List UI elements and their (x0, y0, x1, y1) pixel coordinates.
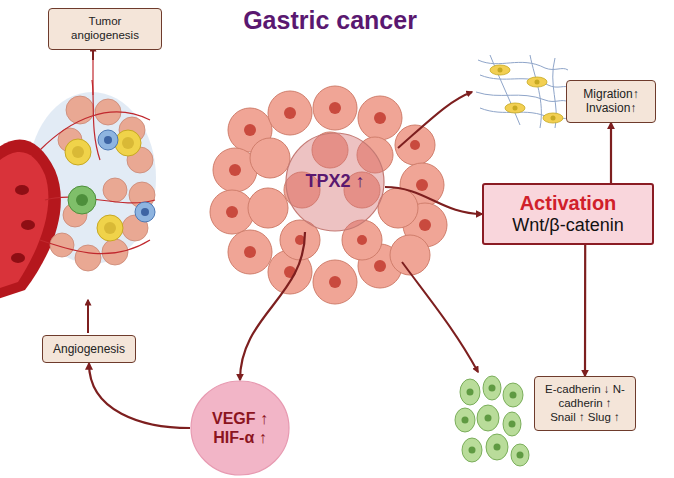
node-text: Migration↑ Invasion↑ (574, 87, 648, 116)
emt-cells-figure (455, 376, 529, 466)
connector-arrow (584, 245, 586, 376)
tumor-cell-cluster (210, 86, 447, 304)
connector-arrow (89, 363, 190, 428)
pathway-box: ActivationWnt/β-catenin (482, 183, 654, 245)
node-text: Angiogenesis (53, 342, 125, 356)
node-text: TPX2 ↑ (305, 171, 364, 193)
connector-arrow (610, 123, 612, 183)
tumor-vessel-figure (0, 60, 156, 300)
marker-box: E-cadherin ↓ N-cadherin ↑ Snail ↑ Slug ↑ (534, 376, 636, 431)
diagram-title: Gastric cancer (180, 6, 480, 35)
circle-outline (190, 380, 290, 476)
figure-arrows (88, 46, 478, 372)
connector-arrow (385, 187, 482, 214)
factor-circle: VEGF ↑ HIF-α ↑ (190, 380, 290, 476)
migration-figure (476, 55, 570, 128)
node-text: Wnt/β-catenin (512, 215, 623, 237)
result-box: Migration↑ Invasion↑ (566, 80, 656, 123)
result-box: Tumor angiogenesis (48, 8, 162, 50)
node-text: E-cadherin ↓ N-cadherin ↑ Snail ↑ Slug ↑ (545, 383, 625, 424)
node-text: Tumor angiogenesis (55, 15, 155, 43)
connector-arrow (240, 232, 305, 380)
node-text: VEGF ↑ HIF-α ↑ (203, 409, 277, 447)
process-box: Angiogenesis (42, 335, 136, 363)
node-text: Activation (520, 191, 617, 215)
gene-cell: TPX2 ↑ (285, 132, 385, 232)
